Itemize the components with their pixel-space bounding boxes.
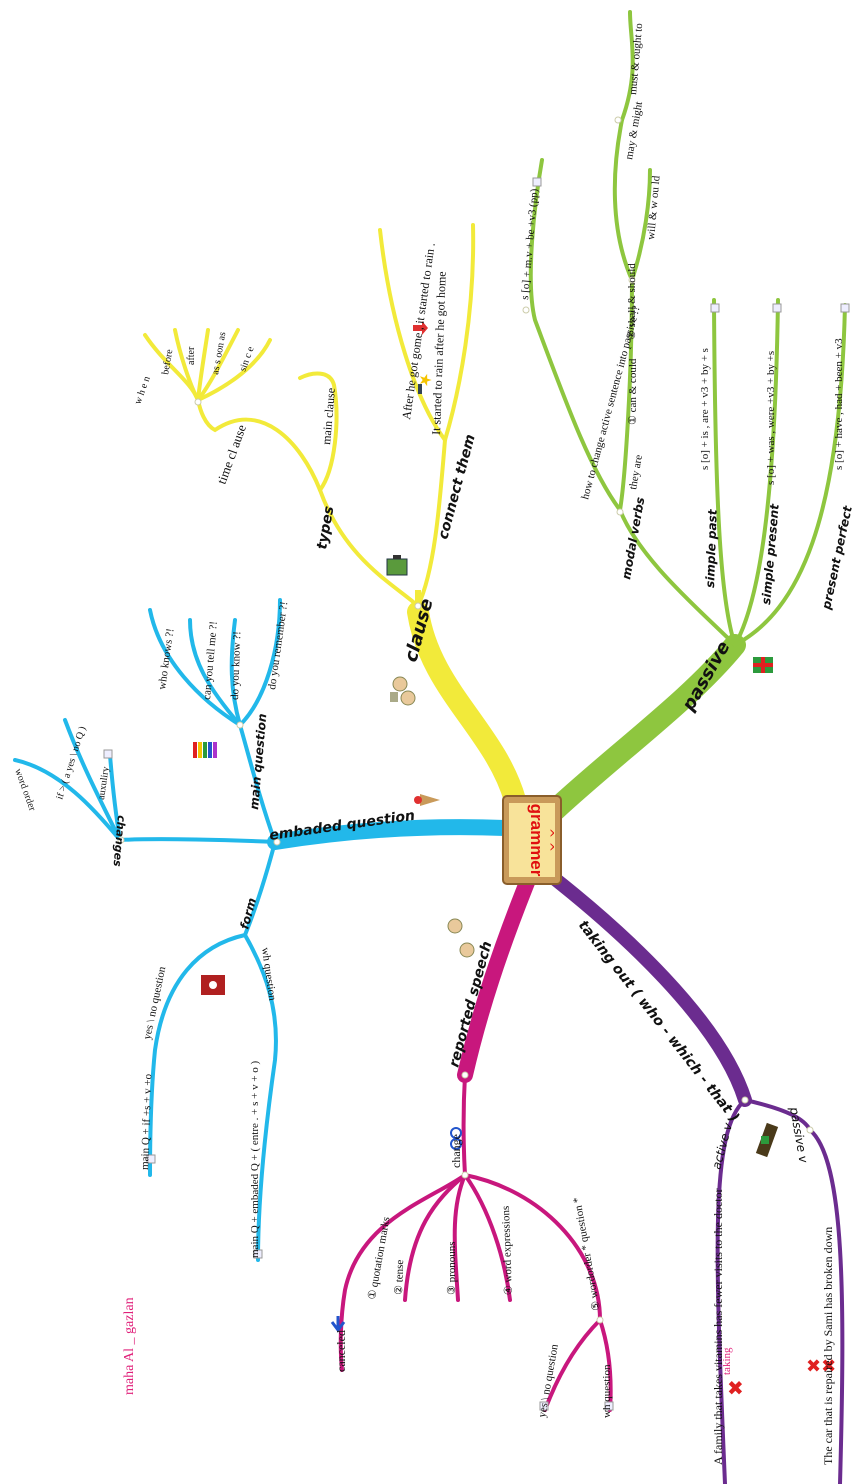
taking-branch bbox=[550, 875, 842, 1484]
change-label[interactable]: change bbox=[449, 1134, 463, 1168]
modal-item-3[interactable]: will & w ou ld bbox=[645, 175, 663, 240]
passive-v-label[interactable]: passive v bbox=[787, 1105, 811, 1165]
passive-label[interactable]: passive bbox=[678, 638, 735, 716]
people-icon bbox=[448, 919, 474, 957]
mq-item-2[interactable]: can you tell me ?! bbox=[201, 621, 220, 701]
figures-icon bbox=[390, 677, 415, 705]
simple-present-label[interactable]: simple present bbox=[759, 502, 782, 605]
suitcase-icon bbox=[387, 555, 407, 575]
center-node[interactable]: grammer ^ ^ bbox=[503, 796, 561, 884]
reported-item-5[interactable]: ⑤ wordorder * question * bbox=[571, 1196, 603, 1311]
simple-past-rule[interactable]: s [o] + is , are + v3 + by + s bbox=[699, 348, 711, 470]
modal-verbs-label[interactable]: modal verbs bbox=[619, 496, 647, 581]
reported-item-1[interactable]: ① quotation marks bbox=[366, 1216, 392, 1301]
types-label[interactable]: types bbox=[314, 505, 337, 551]
reported-wh[interactable]: wh question bbox=[601, 1364, 613, 1418]
taking-label[interactable]: taking out ( who - which - that ) bbox=[575, 918, 742, 1126]
time-item-since[interactable]: sin c e bbox=[237, 345, 256, 373]
reported-item-4[interactable]: ④ word expressions bbox=[500, 1206, 515, 1296]
simple-present-rule[interactable]: s [o] + was , were +v3 + by +s bbox=[765, 351, 777, 485]
time-clause-label[interactable]: time cl ause bbox=[214, 422, 249, 486]
active-label[interactable]: active v bbox=[709, 1121, 735, 1171]
reported-item-3[interactable]: ③ pronouns bbox=[446, 1241, 458, 1295]
form-yes-no[interactable]: yes \ no question bbox=[141, 965, 168, 1041]
taking-example-active[interactable]: A family that takes vitamins has fewer v… bbox=[711, 1188, 725, 1465]
time-item-when[interactable]: w h e n bbox=[132, 375, 152, 406]
face-icon: ^ ^ bbox=[542, 828, 556, 852]
lamp-icon bbox=[414, 794, 440, 806]
modal-item-1[interactable]: ① can & could bbox=[627, 358, 639, 425]
passive-branch bbox=[523, 12, 845, 810]
mq-item-4[interactable]: do you remember ?! bbox=[266, 601, 290, 691]
cross-icon: ✖ bbox=[727, 1376, 744, 1400]
modal-item-2[interactable]: ② shall & should bbox=[626, 263, 638, 340]
modal-they-are[interactable]: they are bbox=[627, 454, 645, 491]
time-item-after[interactable]: after bbox=[186, 346, 197, 365]
reported-canceled[interactable]: canceled bbox=[334, 1330, 348, 1372]
time-item-before[interactable]: before bbox=[160, 348, 175, 376]
present-perfect-rule[interactable]: s [o] + have , had + been + v3 bbox=[833, 338, 845, 470]
connect-example-2[interactable]: It started to rain after he got home bbox=[429, 271, 449, 435]
change-item-1[interactable]: word order bbox=[12, 767, 38, 813]
taking-example-passive[interactable]: The car that is repaired by Sami has bro… bbox=[821, 1227, 835, 1465]
robot-icon bbox=[201, 975, 225, 995]
colorful-blocks-icon bbox=[193, 742, 217, 758]
modal-rule[interactable]: s [o] + m.v + be +v3 (pp) bbox=[519, 188, 541, 300]
tools-icon bbox=[756, 1123, 778, 1157]
mq-item-3[interactable]: do you know ?! bbox=[229, 631, 243, 700]
reported-item-2[interactable]: ② tense bbox=[393, 1259, 406, 1295]
form-wh-rule[interactable]: main Q + embaded Q + ( entre . + s + v +… bbox=[249, 1060, 261, 1258]
change-item-3[interactable]: auxuliry bbox=[96, 766, 112, 801]
present-perfect-label[interactable]: present perfect bbox=[819, 504, 855, 612]
form-label[interactable]: form bbox=[237, 896, 259, 930]
gift-icon bbox=[753, 657, 773, 673]
simple-past-label[interactable]: simple past bbox=[703, 508, 720, 588]
main-question-label[interactable]: main question bbox=[247, 713, 269, 810]
author-label: maha Al _ gazlan bbox=[122, 1297, 137, 1395]
